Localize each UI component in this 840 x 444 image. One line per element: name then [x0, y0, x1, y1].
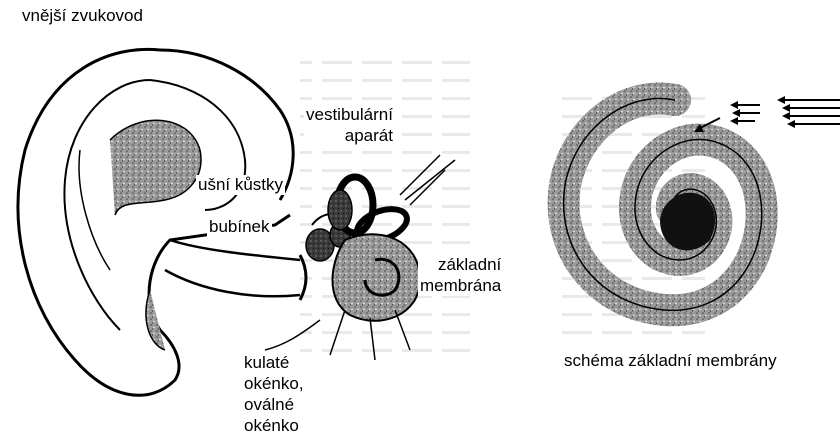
label-basilar-membrane: základní membrána	[418, 254, 503, 296]
cochlea	[333, 234, 421, 320]
label-eardrum: bubínek	[207, 217, 272, 237]
label-windows-line4: okénko	[244, 415, 304, 436]
label-windows-line2: okénko,	[244, 373, 304, 394]
label-windows: kulaté okénko, oválné okénko	[244, 352, 304, 436]
ear-canal	[165, 240, 300, 296]
label-ossicles: ušní kůstky	[196, 175, 285, 195]
label-vestibular-line2: aparát	[304, 125, 395, 146]
label-basilar-line1: základní	[418, 254, 503, 275]
label-outer-ear-canal: vnější zvukovod	[22, 6, 143, 26]
label-windows-line1: kulaté	[244, 352, 304, 373]
label-schema-caption: schéma základní membrány	[564, 351, 777, 371]
label-vestibular-line1: vestibulární	[304, 104, 395, 125]
label-windows-line3: oválné	[244, 394, 304, 415]
label-basilar-line2: membrána	[418, 275, 503, 296]
label-vestibular-apparatus: vestibulární aparát	[304, 104, 395, 146]
